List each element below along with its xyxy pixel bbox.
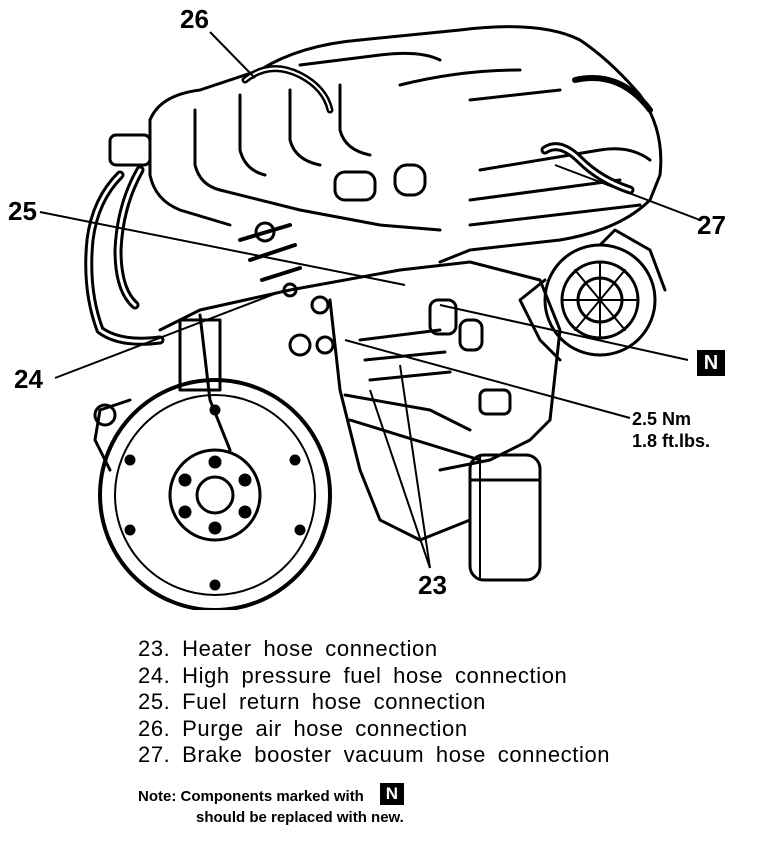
purge-air-hose	[241, 65, 334, 114]
torque-spec: 2.5 Nm 1.8 ft.lbs.	[632, 408, 710, 452]
torque-imperial: 1.8 ft.lbs.	[632, 431, 711, 451]
brake-booster-hose	[540, 75, 653, 195]
callout-24: 24	[14, 364, 43, 394]
legend-item: 24. High pressure fuel hose connection	[138, 662, 568, 688]
legend-item: 25. Fuel return hose connection	[138, 689, 487, 714]
callout-23: 23	[418, 570, 447, 600]
leader-23a	[369, 389, 431, 569]
leader-25	[39, 211, 406, 286]
legend-item: 23. Heater hose connection	[138, 636, 438, 661]
engine-diagram	[39, 25, 701, 610]
leader-n	[439, 304, 689, 361]
fuel-return-hose	[84, 165, 165, 346]
callout-26: 26	[180, 4, 209, 34]
leader-26	[209, 31, 256, 79]
legend-item: 27. Brake booster vacuum hose connection	[138, 742, 611, 767]
leader-24	[54, 289, 286, 379]
note-prefix: Note: Components marked with	[138, 788, 364, 805]
note-n-badge: N	[379, 783, 404, 805]
flywheel	[93, 378, 332, 610]
leader-23b	[399, 364, 431, 569]
intake-manifold	[108, 83, 442, 232]
oil-filter	[468, 453, 542, 582]
replace-new-badge: N	[697, 350, 725, 376]
callout-25: 25	[8, 196, 37, 226]
engine-block	[158, 260, 562, 542]
leader-27	[554, 164, 701, 221]
torque-metric: 2.5 Nm	[632, 409, 692, 429]
fuel-fittings	[238, 221, 335, 357]
callout-27: 27	[697, 210, 726, 240]
alternator	[518, 228, 667, 362]
legend-item: 26. Purge air hose connection	[138, 715, 468, 741]
legend-list: 23. Heater hose connection 24. High pres…	[138, 636, 610, 769]
leader-torque	[344, 339, 631, 419]
note: Note: Components marked with N should be…	[138, 783, 404, 828]
leader-lines	[39, 31, 701, 569]
note-suffix: should be replaced with new.	[196, 809, 404, 826]
